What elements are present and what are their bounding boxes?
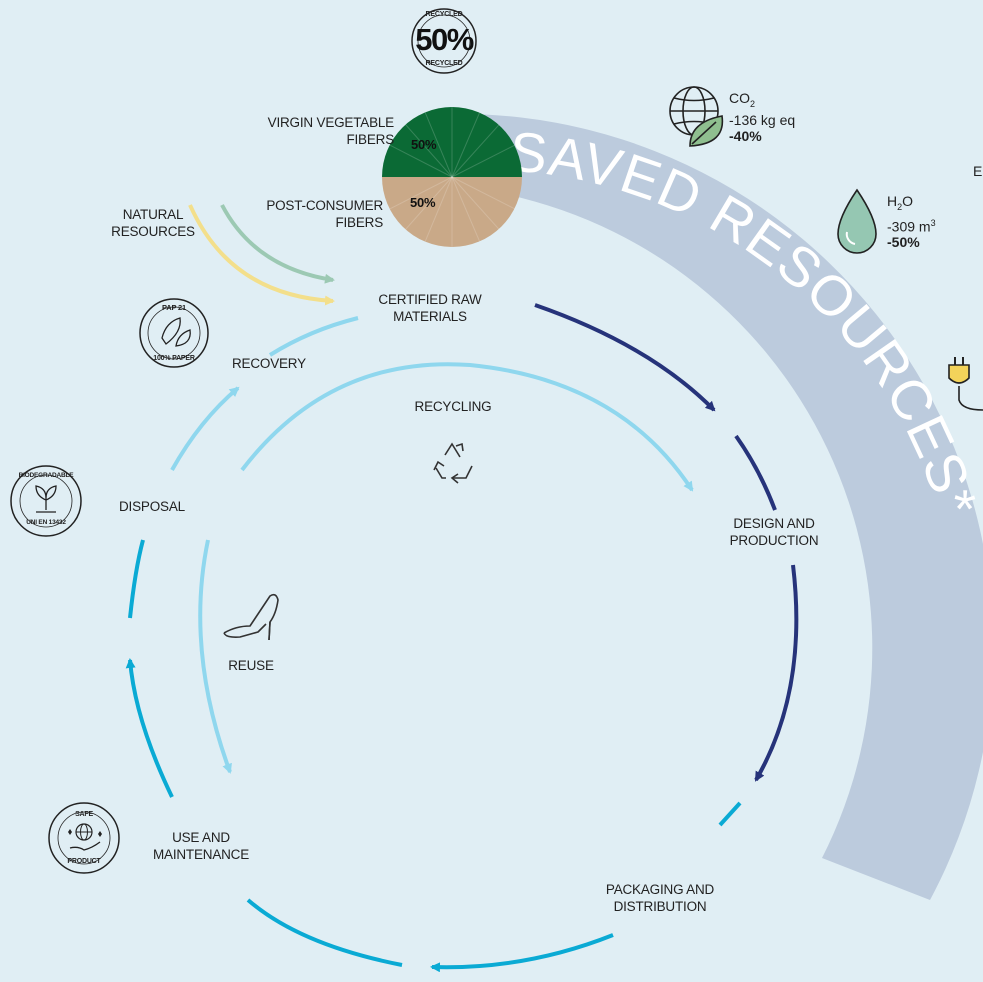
safe-badge-bottom-text: PRODUCT [67, 858, 101, 865]
h2o-stat: H2O -309 m3 -50% [887, 193, 936, 250]
virgin-fibers-label-line2: FIBERS [346, 132, 394, 147]
design-production-label: DESIGN AND PRODUCTION [718, 515, 830, 549]
reuse-label: REUSE [228, 658, 274, 673]
packaging-line1: PACKAGING AND [605, 882, 715, 897]
certified-line1: CERTIFIED RAW [378, 292, 482, 307]
arc-design-upper [734, 434, 777, 511]
plug-icon [948, 357, 983, 411]
arrow-disposal-to-recovery [170, 386, 240, 471]
recycling-label: RECYCLING [414, 399, 492, 414]
arrow-packaging-to-use [430, 933, 614, 973]
post-consumer-label-line2: FIBERS [335, 215, 383, 230]
fiber-pie-chart [382, 107, 522, 247]
recovery-label: RECOVERY [232, 356, 306, 371]
bio-badge-top-text: BIODEGRADABLE [18, 472, 74, 479]
use-line1: USE AND [172, 830, 230, 845]
recycled-badge-bottom-text: RECYCLED [425, 60, 463, 67]
virgin-fibers-label-line1: VIRGIN VEGETABLE [267, 115, 395, 130]
recycle-icon [433, 442, 473, 484]
biodegradable-badge [10, 465, 82, 537]
arrow-certified-to-design [534, 303, 716, 412]
globe-leaf-icon [669, 86, 724, 147]
arc-packaging-short [718, 801, 742, 827]
design-line2: PRODUCTION [729, 533, 819, 548]
h2o-percent: -50% [887, 234, 920, 251]
recycled-badge [411, 8, 477, 74]
packaging-line2: DISTRIBUTION [613, 899, 707, 914]
pie-slice-post-consumer [382, 177, 522, 247]
packaging-distribution-label: PACKAGING AND DISTRIBUTION [593, 881, 727, 915]
co2-value: -136 kg eq [729, 111, 796, 128]
arrow-design-to-packaging [754, 564, 799, 782]
virgin-fibers-label: VIRGIN VEGETABLE FIBERS [230, 114, 395, 148]
disposal-label: DISPOSAL [119, 499, 185, 514]
arrow-reuse-loop [198, 539, 232, 774]
design-line1: DESIGN AND [733, 516, 815, 531]
bio-badge-bottom-text: UNI EN 13432 [26, 519, 66, 526]
use-line2: MAINTENANCE [152, 847, 250, 862]
arrow-natural-to-certified [188, 204, 335, 306]
energy-label-partial: E [973, 163, 983, 179]
use-maintenance-label: USE AND MAINTENANCE [140, 829, 262, 863]
h2o-title: H2O [887, 193, 914, 212]
certified-line2: MATERIALS [393, 309, 467, 324]
post-consumer-value: 50% [410, 195, 436, 210]
post-consumer-label: POST-CONSUMER FIBERS [230, 197, 383, 231]
arrow-use-to-disposal [125, 658, 174, 798]
natural-resources-line1: NATURAL [122, 207, 184, 222]
certified-raw-materials-label: CERTIFIED RAW MATERIALS [370, 291, 490, 325]
co2-percent: -40% [729, 127, 762, 144]
co2-stat: CO2 -136 kg eq -40% [729, 90, 795, 144]
co2-title: CO2 [729, 90, 756, 109]
pap21-badge [139, 298, 209, 368]
water-drop-icon [837, 188, 877, 254]
pap-badge-top-text: PAP 21 [162, 303, 186, 312]
arc-disposal-lower [128, 539, 145, 619]
recycled-percent: 50% [415, 22, 474, 57]
safe-badge-top-text: SAFE [75, 811, 93, 818]
pie-slice-virgin [382, 107, 522, 177]
pap-badge-bottom-text: 100% PAPER [153, 355, 195, 362]
safe-product-badge [48, 802, 120, 874]
post-consumer-label-line1: POST-CONSUMER [266, 198, 383, 213]
arc-use-bottom [246, 898, 403, 967]
arrow-recycling-loop [240, 362, 694, 492]
virgin-fibers-value: 50% [411, 137, 437, 152]
arc-recovery-to-certified [268, 316, 359, 357]
arrow-post-consumer-to-certified [220, 204, 335, 284]
saved-resources-ring [452, 113, 983, 900]
high-heel-shoe-icon [223, 593, 279, 641]
natural-resources-label: NATURAL RESOURCES [103, 206, 203, 240]
recycled-badge-top-text: RECYCLED [425, 11, 463, 18]
natural-resources-line2: RESOURCES [111, 224, 195, 239]
h2o-value: -309 m3 [887, 217, 936, 235]
